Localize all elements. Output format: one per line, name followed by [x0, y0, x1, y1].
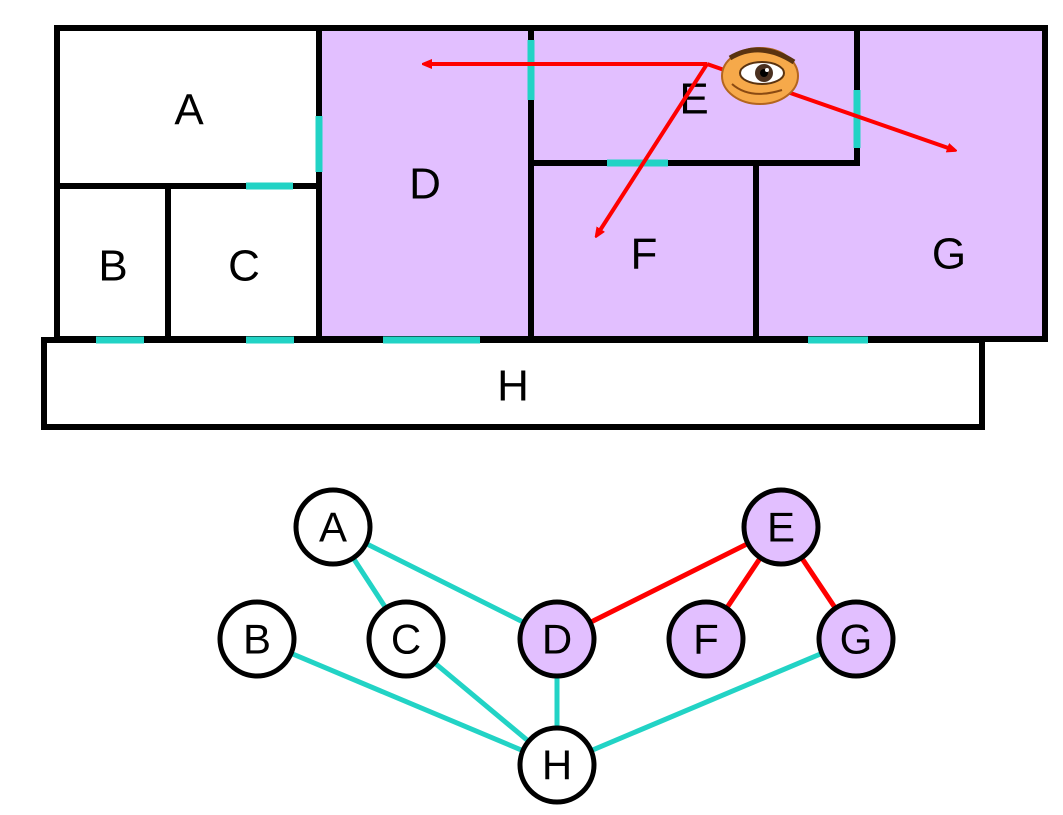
- room-label-g: G: [932, 230, 966, 279]
- floor-plan: A B C D E F G H: [41, 25, 1048, 430]
- graph-edge-b-h: [256, 636, 558, 768]
- graph-node-label: H: [542, 742, 572, 789]
- graph-node-f: F: [666, 599, 746, 679]
- graph-node-g: G: [816, 599, 896, 679]
- graph-edge-e-d: [555, 524, 783, 642]
- graph-node-circle: [741, 487, 821, 567]
- room-f: [531, 164, 756, 339]
- graph-node-label: F: [693, 616, 719, 663]
- graph-node-d: D: [517, 599, 597, 679]
- room-a: [57, 28, 319, 186]
- room-e: [531, 28, 857, 162]
- graph-node-circle: [816, 599, 896, 679]
- graph-node-label: B: [243, 616, 271, 663]
- graph-node-label: C: [391, 616, 421, 663]
- graph-node-e: E: [741, 487, 821, 567]
- graph-node-b: B: [217, 599, 297, 679]
- doors: [96, 40, 868, 344]
- view-ray-e-f: [597, 62, 709, 235]
- graph-node-c: C: [366, 599, 446, 679]
- graph-nodes: A B C D E F G H: [217, 487, 896, 805]
- graph-node-label: D: [542, 616, 572, 663]
- graph-node-circle: [366, 599, 446, 679]
- graph-edge-g-h: [556, 636, 857, 768]
- eye-icon: [721, 47, 799, 105]
- graph-node-label: G: [840, 616, 873, 663]
- graph-node-label: E: [767, 504, 795, 551]
- room-d: [320, 28, 531, 339]
- room-label-d: D: [409, 160, 441, 209]
- room-g: [756, 28, 1045, 339]
- graph-node-label: A: [319, 504, 347, 551]
- room-c: [170, 188, 319, 339]
- graph-node-circle: [217, 599, 297, 679]
- room-label-f: F: [631, 230, 658, 279]
- room-b: [57, 188, 168, 339]
- room-label-c: C: [228, 242, 260, 291]
- graph-node-circle: [517, 725, 597, 805]
- room-label-a: A: [174, 86, 204, 135]
- graph-node-circle: [517, 599, 597, 679]
- graph-node-circle: [666, 599, 746, 679]
- room-label-b: B: [98, 242, 127, 291]
- room-label-h: H: [497, 362, 529, 411]
- room-h: [44, 340, 982, 427]
- graph-node-circle: [293, 487, 373, 567]
- graph-node-h: H: [517, 725, 597, 805]
- graph-node-a: A: [293, 487, 373, 567]
- room-graph: A B C D E F G H: [217, 487, 896, 805]
- graph-edge-a-d: [331, 524, 559, 642]
